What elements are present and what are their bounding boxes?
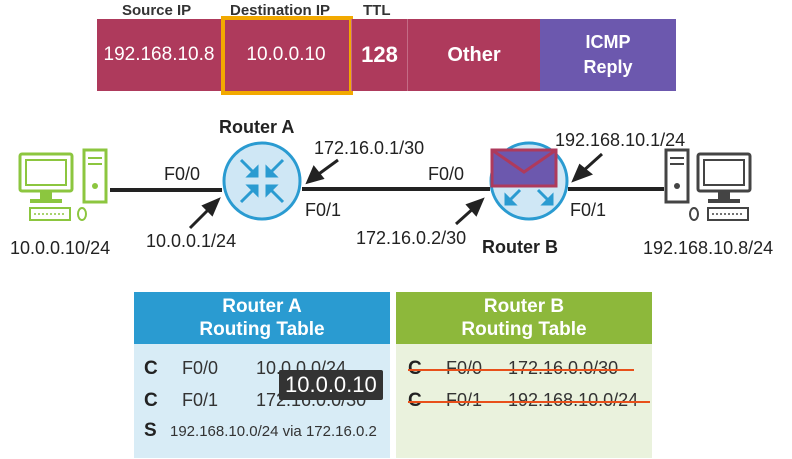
route-strikethrough [408, 401, 650, 403]
left-host-computer-icon [18, 148, 108, 221]
table-row: S 192.168.10.0/24 via 172.16.0.2 [144, 420, 377, 442]
packet-protocol-cell: ICMP Reply [540, 19, 676, 91]
lookup-tooltip: 10.0.0.10 [279, 370, 383, 400]
router-a-table-body [134, 344, 390, 458]
router-a-icon [222, 141, 302, 221]
router-b-right-ip: 192.168.10.1/24 [555, 130, 686, 150]
right-host-ip: 192.168.10.8/24 [643, 238, 774, 258]
packet-ttl: 128 [361, 42, 398, 67]
packet-other-cell: Other [407, 19, 540, 91]
pointer-arrow-icon [305, 158, 339, 185]
router-a-table-title-line2: Routing Table [199, 319, 325, 340]
packet-destination-ip: 10.0.0.10 [246, 44, 326, 65]
table-row: CF0/0 172.16.0.0/30 [408, 358, 618, 380]
pointer-arrow-icon [571, 152, 604, 183]
router-a-right-interface: F0/1 [305, 200, 342, 220]
route-code: C [408, 390, 446, 412]
router-a-table-header: Router A Routing Table [134, 292, 390, 344]
router-a-right-ip: 172.16.0.1/30 [314, 138, 425, 158]
router-b-right-interface: F0/1 [570, 200, 607, 220]
pointer-arrow-icon [188, 197, 221, 230]
packet-envelope-icon [490, 148, 558, 188]
packet-destination-ip-cell: 10.0.0.10 [221, 19, 351, 91]
destination-ip-header: Destination IP [230, 2, 331, 19]
ttl-header: TTL [363, 2, 391, 19]
packet-other: Other [447, 43, 501, 66]
router-a-table-title-line1: Router A [222, 296, 302, 317]
router-b-table-header: Router B Routing Table [396, 292, 652, 344]
packet-protocol-line1: ICMP [585, 32, 631, 52]
left-host-ip: 10.0.0.10/24 [10, 238, 111, 258]
router-a-left-ip: 10.0.0.1/24 [146, 231, 237, 251]
packet-protocol-line2: Reply [583, 57, 633, 77]
source-ip-header: Source IP [122, 2, 192, 19]
router-a-left-interface: F0/0 [164, 164, 201, 184]
packet-source-ip: 192.168.10.8 [103, 44, 215, 65]
network-topology [18, 141, 752, 230]
router-b-name: Router B [482, 237, 558, 257]
table-row: CF0/1 192.168.10.0/24 [408, 390, 638, 412]
route-interface: F0/1 [182, 390, 219, 410]
router-b-left-interface: F0/0 [428, 164, 465, 184]
route-interface: F0/0 [182, 358, 219, 378]
right-host-computer-icon [664, 148, 752, 221]
router-b-left-ip: 172.16.0.2/30 [356, 228, 467, 248]
packet-source-ip-cell: 192.168.10.8 [97, 19, 221, 91]
destination-ip-highlight [221, 16, 353, 95]
pointer-arrow-icon [454, 197, 485, 226]
route-code: C [144, 390, 158, 411]
route-network: 192.168.10.0/24 [508, 390, 639, 410]
route-strikethrough [408, 369, 634, 371]
router-b-table-title-line2: Routing Table [461, 319, 587, 340]
packet-ttl-cell: 128 [351, 19, 407, 91]
route-code: S [144, 420, 157, 441]
route-static: 192.168.10.0/24 via 172.16.0.2 [170, 423, 377, 440]
route-interface: F0/1 [446, 390, 483, 410]
router-b-table-title-line1: Router B [483, 296, 565, 317]
route-network: 172.16.0.0/30 [508, 358, 619, 378]
router-a-name: Router A [219, 117, 295, 137]
route-interface: F0/0 [446, 358, 483, 378]
route-code: C [408, 358, 446, 380]
route-code: C [144, 358, 158, 379]
